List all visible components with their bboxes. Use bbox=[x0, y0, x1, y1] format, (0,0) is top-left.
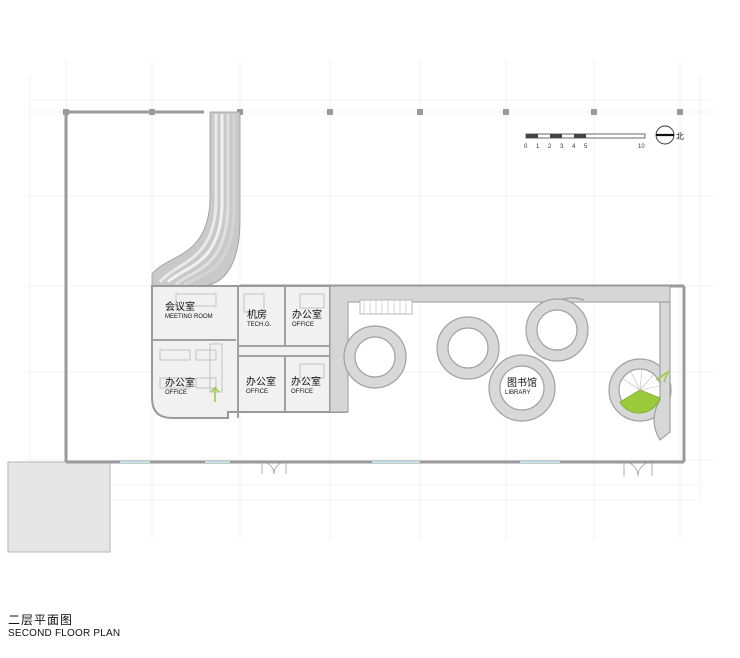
room-label-meeting-en: MEETING ROOM bbox=[165, 314, 213, 320]
scale-bar: 0 1 2 3 4 5 10 bbox=[524, 133, 646, 150]
room-label-office-top-en: OFFICE bbox=[292, 322, 314, 328]
room-label-library-cn: 图书馆 bbox=[507, 376, 537, 389]
room-label-office-mid-en: OFFICE bbox=[246, 389, 268, 395]
room-label-office-mid-cn: 办公室 bbox=[246, 375, 276, 388]
north-arrow: 北 bbox=[655, 125, 684, 145]
plan-title-cn: 二层平面图 bbox=[8, 613, 74, 627]
room-label-office-left-cn: 办公室 bbox=[165, 376, 195, 389]
room-label-tech-en: TECH.G. bbox=[247, 322, 272, 328]
room-label-office-top-cn: 办公室 bbox=[292, 308, 322, 321]
plan-caption: 二层平面图 SECOND FLOOR PLAN bbox=[8, 613, 120, 641]
scale-tick-2: 2 bbox=[548, 144, 552, 150]
plan-title-en: SECOND FLOOR PLAN bbox=[8, 628, 121, 639]
scale-tick-4: 4 bbox=[572, 144, 576, 150]
scale-tick-3: 3 bbox=[560, 144, 564, 150]
north-label: 北 bbox=[676, 132, 684, 141]
room-label-library-en: LIBRARY bbox=[505, 390, 531, 396]
terrace-block bbox=[7, 461, 111, 553]
scale-tick-10: 10 bbox=[638, 144, 645, 150]
furniture bbox=[159, 293, 325, 393]
room-label-tech-cn: 机房 bbox=[247, 308, 267, 321]
scale-tick-5: 5 bbox=[584, 144, 588, 150]
curved-ramp bbox=[151, 111, 241, 287]
scale-tick-1: 1 bbox=[536, 144, 540, 150]
library-walkway bbox=[329, 285, 671, 413]
scale-tick-0: 0 bbox=[524, 144, 528, 150]
spiral-stair bbox=[619, 368, 670, 414]
library-pods bbox=[343, 297, 672, 441]
room-label-office-right-en: OFFICE bbox=[291, 389, 313, 395]
doors bbox=[261, 461, 653, 477]
room-label-meeting-cn: 会议室 bbox=[165, 300, 195, 313]
entry-arrow-office bbox=[210, 386, 220, 402]
room-label-office-left-en: OFFICE bbox=[165, 390, 187, 396]
office-zone bbox=[151, 285, 347, 419]
room-label-office-right-cn: 办公室 bbox=[291, 375, 321, 388]
